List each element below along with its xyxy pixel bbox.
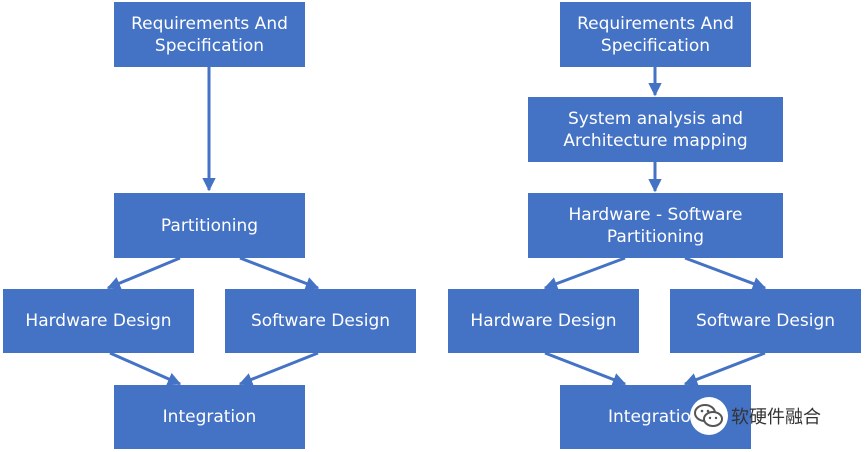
arrow-left-partition-to-hw bbox=[106, 256, 181, 290]
arrow-left-hw-to-int bbox=[109, 351, 182, 386]
left-requirements-box: Requirements And Specification bbox=[114, 2, 305, 67]
arrow-left-sw-to-int bbox=[238, 351, 319, 386]
right-hardware-design-box: Hardware Design bbox=[448, 289, 639, 353]
left-software-design-box: Software Design bbox=[225, 289, 416, 353]
right-requirements-box: Requirements And Specification bbox=[560, 2, 751, 67]
right-partitioning-box: Hardware - Software Partitioning bbox=[528, 193, 783, 258]
left-hardware-design-box: Hardware Design bbox=[3, 289, 194, 353]
wechat-icon bbox=[690, 397, 728, 435]
arrow-right-partition-to-sw bbox=[684, 256, 767, 291]
left-integration-box: Integration bbox=[114, 385, 305, 449]
arrow-right-hw-to-int bbox=[544, 351, 627, 386]
watermark-text: 软硬件融合 bbox=[731, 407, 821, 428]
arrow-right-sw-to-int bbox=[683, 351, 766, 386]
right-software-design-box: Software Design bbox=[670, 289, 861, 353]
arrow-right-partition-to-hw bbox=[543, 256, 626, 291]
right-system-analysis-box: System analysis and Architecture mapping bbox=[528, 97, 783, 162]
left-partitioning-box: Partitioning bbox=[114, 193, 305, 258]
arrow-left-partition-to-sw bbox=[239, 256, 320, 290]
